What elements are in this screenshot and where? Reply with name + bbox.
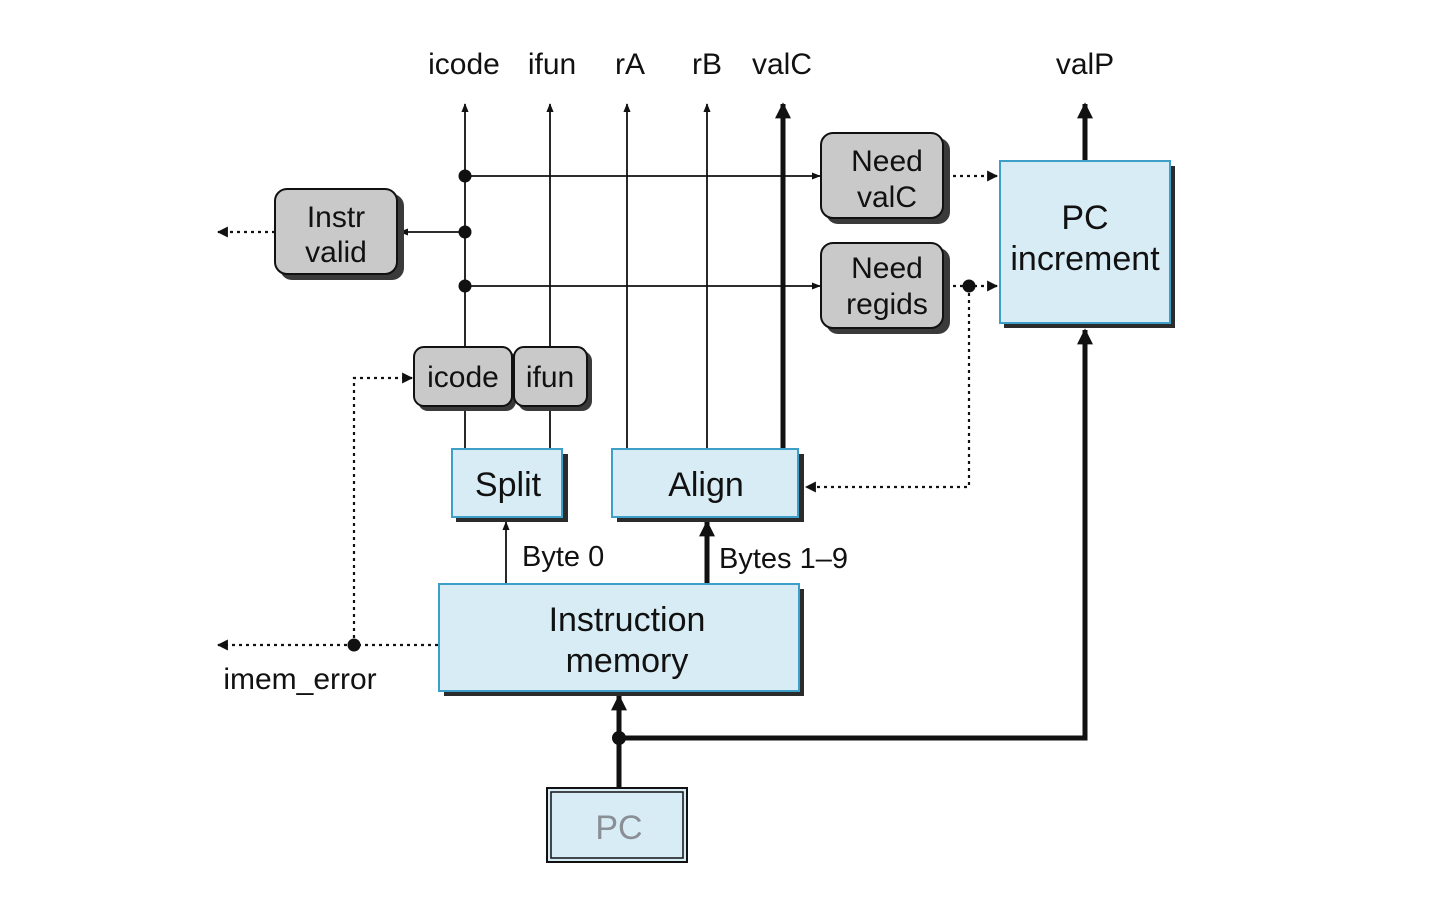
edge-label-imem-error: imem_error [223,663,376,696]
signal-label-valc: valC [752,48,812,81]
signal-label-valp: valP [1056,48,1114,81]
svg-text:Instr: Instr [307,201,365,234]
junction-dot [612,731,626,745]
split-block: Split [451,448,568,522]
align-block: Align [611,448,804,522]
need-regids-block: Need regids [820,242,950,334]
svg-text:icode: icode [427,361,499,394]
signal-label-ra: rA [615,48,645,81]
signal-label-ifun: ifun [528,48,576,81]
svg-text:valid: valid [305,236,367,269]
ifun-register-block: ifun [513,346,592,411]
svg-text:Align: Align [668,466,744,504]
edge-label-byte0: Byte 0 [522,541,604,573]
svg-text:Split: Split [475,466,542,504]
pc-register-block: PC [546,787,688,863]
svg-text:ifun: ifun [526,361,574,394]
svg-text:valC: valC [857,181,917,214]
signal-label-rb: rB [692,48,722,81]
junction-dot [458,225,472,239]
signal-label-icode: icode [428,48,500,81]
svg-text:Need: Need [851,145,923,178]
junction-dot [458,279,472,293]
svg-text:Instruction: Instruction [549,601,706,639]
instr-valid-block: Instr valid [274,188,404,280]
edge-label-bytes-1-9: Bytes 1–9 [719,543,848,575]
svg-text:increment: increment [1010,240,1160,278]
wire-pc-to-pcinc [619,328,1093,741]
wire-imem-error-to-regs [352,372,414,645]
wire-need-regids-to-align [804,286,971,493]
need-valc-block: Need valC [820,132,950,224]
svg-text:memory: memory [566,642,689,680]
instruction-memory-block: Instruction memory [438,583,804,696]
svg-text:PC: PC [595,809,642,847]
svg-text:Need: Need [851,252,923,285]
icode-register-block: icode [413,346,516,411]
junction-dot [458,169,472,183]
svg-text:PC: PC [1061,199,1108,237]
svg-text:regids: regids [846,288,928,321]
pc-increment-block: PC increment [999,160,1175,328]
